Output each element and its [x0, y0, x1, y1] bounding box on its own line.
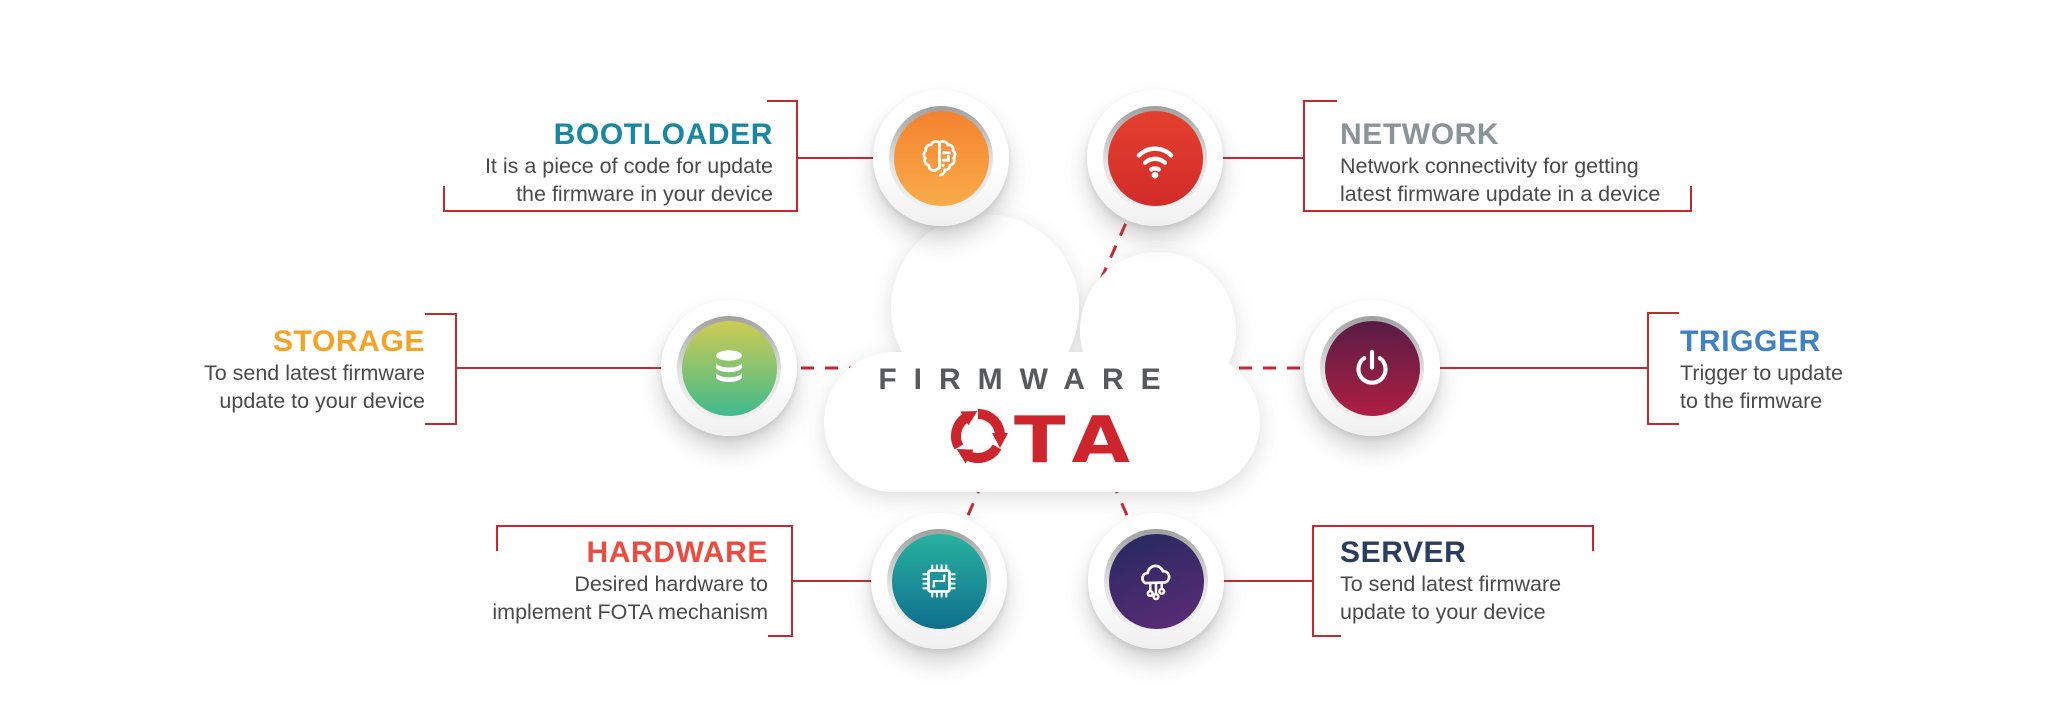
server-node: [1088, 513, 1224, 649]
hardware-label-block: HARDWARE Desired hardware to implement F…: [478, 536, 768, 626]
icon-rim: [889, 106, 993, 210]
icon-rim: [677, 316, 781, 420]
bootloader-title: BOOTLOADER: [553, 118, 773, 151]
storage-desc-line1: To send latest firmware: [203, 361, 425, 385]
hardware-title: HARDWARE: [586, 536, 768, 569]
trigger-desc-line2: to the firmware: [1680, 389, 1823, 413]
bracket-bootloader: [443, 100, 798, 212]
bootloader-description: It is a piece of code for update the fir…: [443, 152, 773, 208]
brain-circuit-icon: [893, 110, 989, 206]
hardware-node: [871, 513, 1007, 649]
cloud-shape: [824, 214, 1260, 492]
wifi-icon: [1107, 110, 1203, 206]
server-desc-line2: update to your device: [1340, 600, 1546, 624]
storage-description: To send latest firmware update to your d…: [165, 359, 425, 415]
bootloader-node: [873, 90, 1009, 226]
trigger-desc-line1: Trigger to update: [1680, 361, 1843, 385]
network-description: Network connectivity for getting latest …: [1340, 152, 1710, 208]
server-description: To send latest firmware update to your d…: [1340, 570, 1640, 626]
network-node: [1087, 90, 1223, 226]
storage-title: STORAGE: [272, 325, 425, 358]
ota-logo: TA: [951, 403, 1142, 468]
bracket-network: [1303, 100, 1692, 212]
network-desc-line1: Network connectivity for getting: [1340, 154, 1639, 178]
storage-desc-line2: update to your device: [219, 389, 425, 413]
network-desc-line2: latest firmware update in a device: [1340, 182, 1661, 206]
firmware-wordmark: FIRMWARE: [878, 363, 1178, 396]
power-icon: [1324, 320, 1420, 416]
server-label-block: SERVER To send latest firmware update to…: [1340, 536, 1640, 626]
cloud-base: [824, 352, 1260, 492]
bracket-server: [1312, 525, 1594, 637]
bootloader-desc-line1: It is a piece of code for update: [484, 154, 773, 178]
bootloader-label-block: BOOTLOADER It is a piece of code for upd…: [443, 118, 773, 208]
network-title: NETWORK: [1340, 118, 1500, 151]
hardware-desc-line1: Desired hardware to: [574, 572, 768, 596]
bracket-storage: [425, 313, 457, 425]
hardware-description: Desired hardware to implement FOTA mecha…: [478, 570, 768, 626]
server-title: SERVER: [1340, 536, 1467, 569]
bootloader-desc-line2: the firmware in your device: [516, 182, 773, 206]
hardware-desc-line2: implement FOTA mechanism: [492, 600, 768, 624]
bracket-hardware: [496, 525, 793, 637]
storage-node: [661, 300, 797, 436]
chip-icon: [891, 533, 987, 629]
icon-rim: [1104, 529, 1208, 633]
trigger-label-block: TRIGGER Trigger to update to the firmwar…: [1680, 325, 1960, 415]
ota-letters: TA: [1014, 403, 1142, 468]
bracket-trigger: [1647, 312, 1679, 425]
label-brackets: [425, 100, 1692, 637]
network-label-block: NETWORK Network connectivity for getting…: [1340, 118, 1710, 208]
server-desc-line1: To send latest firmware: [1340, 572, 1562, 596]
trigger-node: [1304, 300, 1440, 436]
trigger-title: TRIGGER: [1680, 325, 1821, 358]
cloud-network-icon: [1108, 533, 1204, 629]
icon-rim: [1103, 106, 1207, 210]
icon-rim: [887, 529, 991, 633]
database-icon: [681, 320, 777, 416]
storage-label-block: STORAGE To send latest firmware update t…: [165, 325, 425, 415]
icon-rim: [1320, 316, 1424, 420]
trigger-description: Trigger to update to the firmware: [1680, 359, 1960, 415]
recycle-arrows-icon: [951, 409, 1008, 464]
